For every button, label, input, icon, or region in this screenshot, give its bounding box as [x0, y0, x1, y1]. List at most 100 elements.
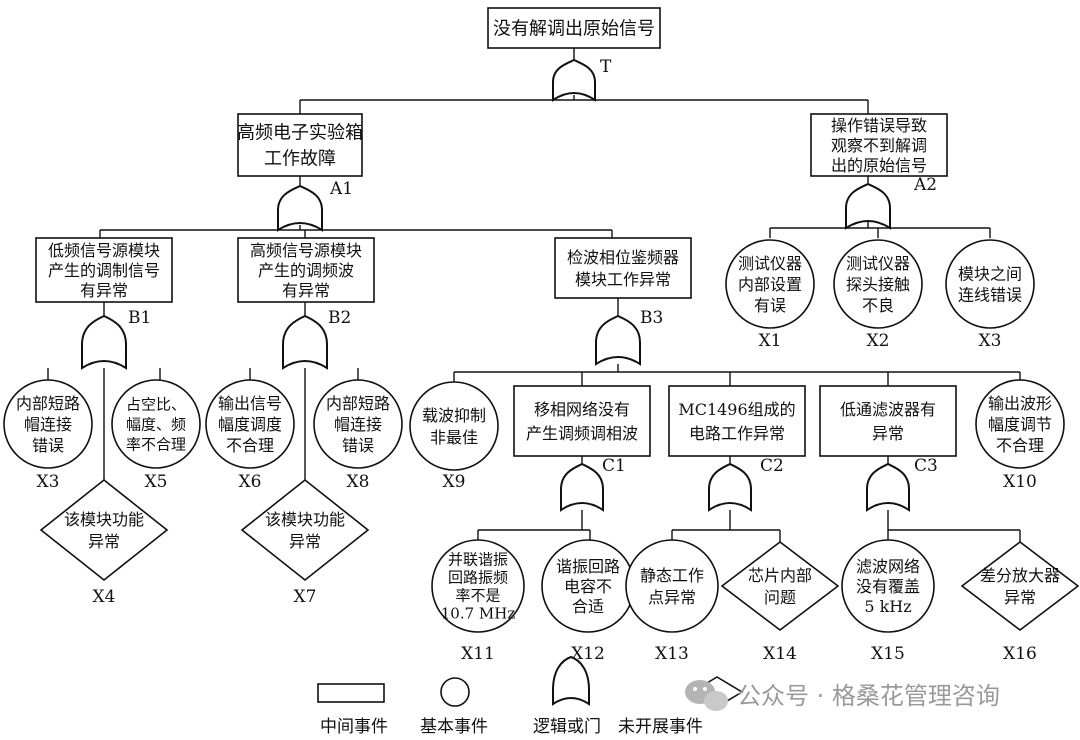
watermark: 公众号 · 格桑花管理咨询: [685, 680, 1000, 711]
intermediate-event-b2: [237, 237, 375, 303]
basic-event-x15-text: 滤波网络: [856, 557, 920, 576]
basic-event-x10-text: 幅度调节: [988, 415, 1052, 434]
basic-event-x1: [725, 239, 815, 329]
undeveloped-event-x4: [39, 478, 169, 582]
or-gate-b1: [81, 314, 127, 370]
undeveloped-event-x16-label: X16: [1003, 644, 1037, 664]
basic-event-x9-text: 载波抑制: [422, 406, 486, 425]
undeveloped-event-x16-text: 异常: [1004, 588, 1036, 607]
undeveloped-event-x4-text: 异常: [88, 532, 120, 551]
basic-event-x3: [3, 379, 93, 469]
legend-or-gate-label: 逻辑或门: [533, 717, 601, 737]
intermediate-event-c2-label: C2: [760, 456, 784, 476]
basic-event-x10: [975, 379, 1065, 469]
legend-undeveloped-label: 未开展事件: [618, 717, 703, 737]
intermediate-event-b1-text: 低频信号源模块: [48, 241, 160, 260]
basic-event-x12-label: X12: [571, 644, 605, 664]
basic-event-x11-text: 10.7 MHz: [441, 604, 516, 622]
top-event: [487, 7, 661, 49]
intermediate-event-a1-text: 工作故障: [264, 148, 336, 169]
intermediate-event-c1: [513, 385, 651, 457]
intermediate-event-b1-text: 有异常: [80, 281, 128, 300]
basic-event-x5: [111, 379, 201, 469]
top-event-text: 没有解调出原始信号: [493, 18, 655, 39]
intermediate-event-b2-text: 产生的调频波: [258, 261, 354, 280]
basic-event-x10-label: X10: [1003, 472, 1037, 492]
basic-event-x15-label: X15: [871, 644, 905, 664]
basic-event-x13: [625, 539, 719, 633]
intermediate-event-a2: [810, 113, 948, 177]
undeveloped-event-x14-text: 芯片内部: [748, 566, 812, 585]
basic-event-x9: [409, 381, 499, 471]
intermediate-event-b1-text: 产生的调制信号: [48, 261, 160, 280]
or-gate-a1: [277, 184, 323, 232]
intermediate-event-c2-text: MC1496组成的: [678, 400, 795, 419]
basic-event-x3b-text: 连线错误: [958, 285, 1022, 304]
basic-event-x11: [431, 539, 525, 633]
basic-event-x15: [841, 539, 935, 633]
basic-event-x6-text: 输出信号: [218, 394, 282, 413]
basic-event-x12-text: 谐振回路: [556, 557, 620, 576]
intermediate-event-c3-text: 低通滤波器有: [840, 400, 936, 419]
basic-event-x1-label: X1: [759, 331, 782, 351]
intermediate-event-c2: [668, 385, 806, 457]
basic-event-x6-text: 不合理: [226, 436, 274, 455]
basic-event-x2: [833, 239, 923, 329]
or-gate-t: [552, 58, 596, 102]
undeveloped-event-x16-text: 差分放大器: [980, 566, 1060, 585]
event-nodes: 没有解调出原始信号T高频电子实验箱工作故障A1操作错误导致观察不到解调出的原始信…: [3, 7, 1080, 664]
intermediate-event-b3: [554, 237, 692, 299]
intermediate-event-c3-text: 异常: [872, 424, 904, 443]
intermediate-event-b2-text: 有异常: [282, 281, 330, 300]
legend-intermediate-label: 中间事件: [320, 717, 388, 737]
or-gate-b3: [595, 314, 641, 366]
basic-event-x11-label: X11: [461, 644, 495, 664]
basic-event-x13-text: 静态工作: [640, 566, 704, 585]
intermediate-event-a2-label: A2: [913, 175, 937, 195]
intermediate-event-a2-text: 操作错误导致: [831, 116, 927, 135]
intermediate-event-a1-text: 高频电子实验箱: [237, 122, 363, 143]
basic-event-x5-text: 占空比、: [126, 395, 186, 413]
top-event-label: T: [600, 57, 612, 77]
basic-event-x3-text: 错误: [32, 436, 64, 455]
undeveloped-event-x7-text: 异常: [289, 532, 321, 551]
basic-event-x5-label: X5: [145, 472, 168, 492]
basic-event-x8-label: X8: [347, 472, 370, 492]
basic-event-x3-text: 内部短路: [16, 394, 80, 413]
intermediate-event-c1-label: C1: [602, 456, 626, 476]
intermediate-event-c1-text: 移相网络没有: [534, 400, 630, 419]
basic-event-x15-text: 没有覆盖: [856, 577, 920, 596]
basic-event-x9-text: 非最佳: [430, 428, 478, 447]
or-gate-b2: [282, 314, 328, 370]
or-gate-c2: [708, 462, 752, 512]
basic-event-x11-text: 回路振频: [448, 568, 508, 586]
undeveloped-event-x16: [960, 540, 1080, 632]
basic-event-x2-label: X2: [867, 331, 890, 351]
basic-event-x15-text: 5 kHz: [864, 597, 911, 616]
undeveloped-event-x4-label: X4: [93, 587, 116, 607]
intermediate-event-b3-text: 模块工作异常: [575, 270, 671, 289]
intermediate-event-b1: [35, 237, 173, 303]
legend-or-gate-symbol: [552, 655, 590, 706]
basic-event-x13-label: X13: [655, 644, 689, 664]
basic-event-x8-text: 帽连接: [334, 415, 382, 434]
basic-event-x3b: [945, 239, 1035, 329]
or-gate-c3: [866, 462, 910, 512]
intermediate-event-c2-text: 电路工作异常: [689, 424, 785, 443]
basic-event-x10-text: 不合理: [996, 436, 1044, 455]
watermark-text: 公众号 · 格桑花管理咨询: [737, 682, 1000, 710]
basic-event-x12-text: 电容不: [564, 577, 612, 596]
basic-event-x8-text: 错误: [342, 436, 374, 455]
legend-basic-label: 基本事件: [420, 717, 488, 737]
basic-event-x2-text: 探头接触: [846, 275, 910, 294]
wechat-icon: [685, 680, 728, 711]
intermediate-event-b3-text: 检波相位鉴频器: [567, 248, 679, 267]
basic-event-x1-text: 测试仪器: [738, 254, 802, 273]
intermediate-event-b1-label: B1: [128, 308, 151, 328]
basic-event-x5-text: 幅度、频: [126, 415, 186, 433]
basic-event-x6-text: 幅度调度: [218, 415, 282, 434]
intermediate-event-a1: [237, 113, 363, 177]
undeveloped-event-x14: [720, 540, 840, 632]
basic-event-x1-text: 内部设置: [738, 275, 802, 294]
undeveloped-event-x7-text: 该模块功能: [265, 510, 345, 529]
